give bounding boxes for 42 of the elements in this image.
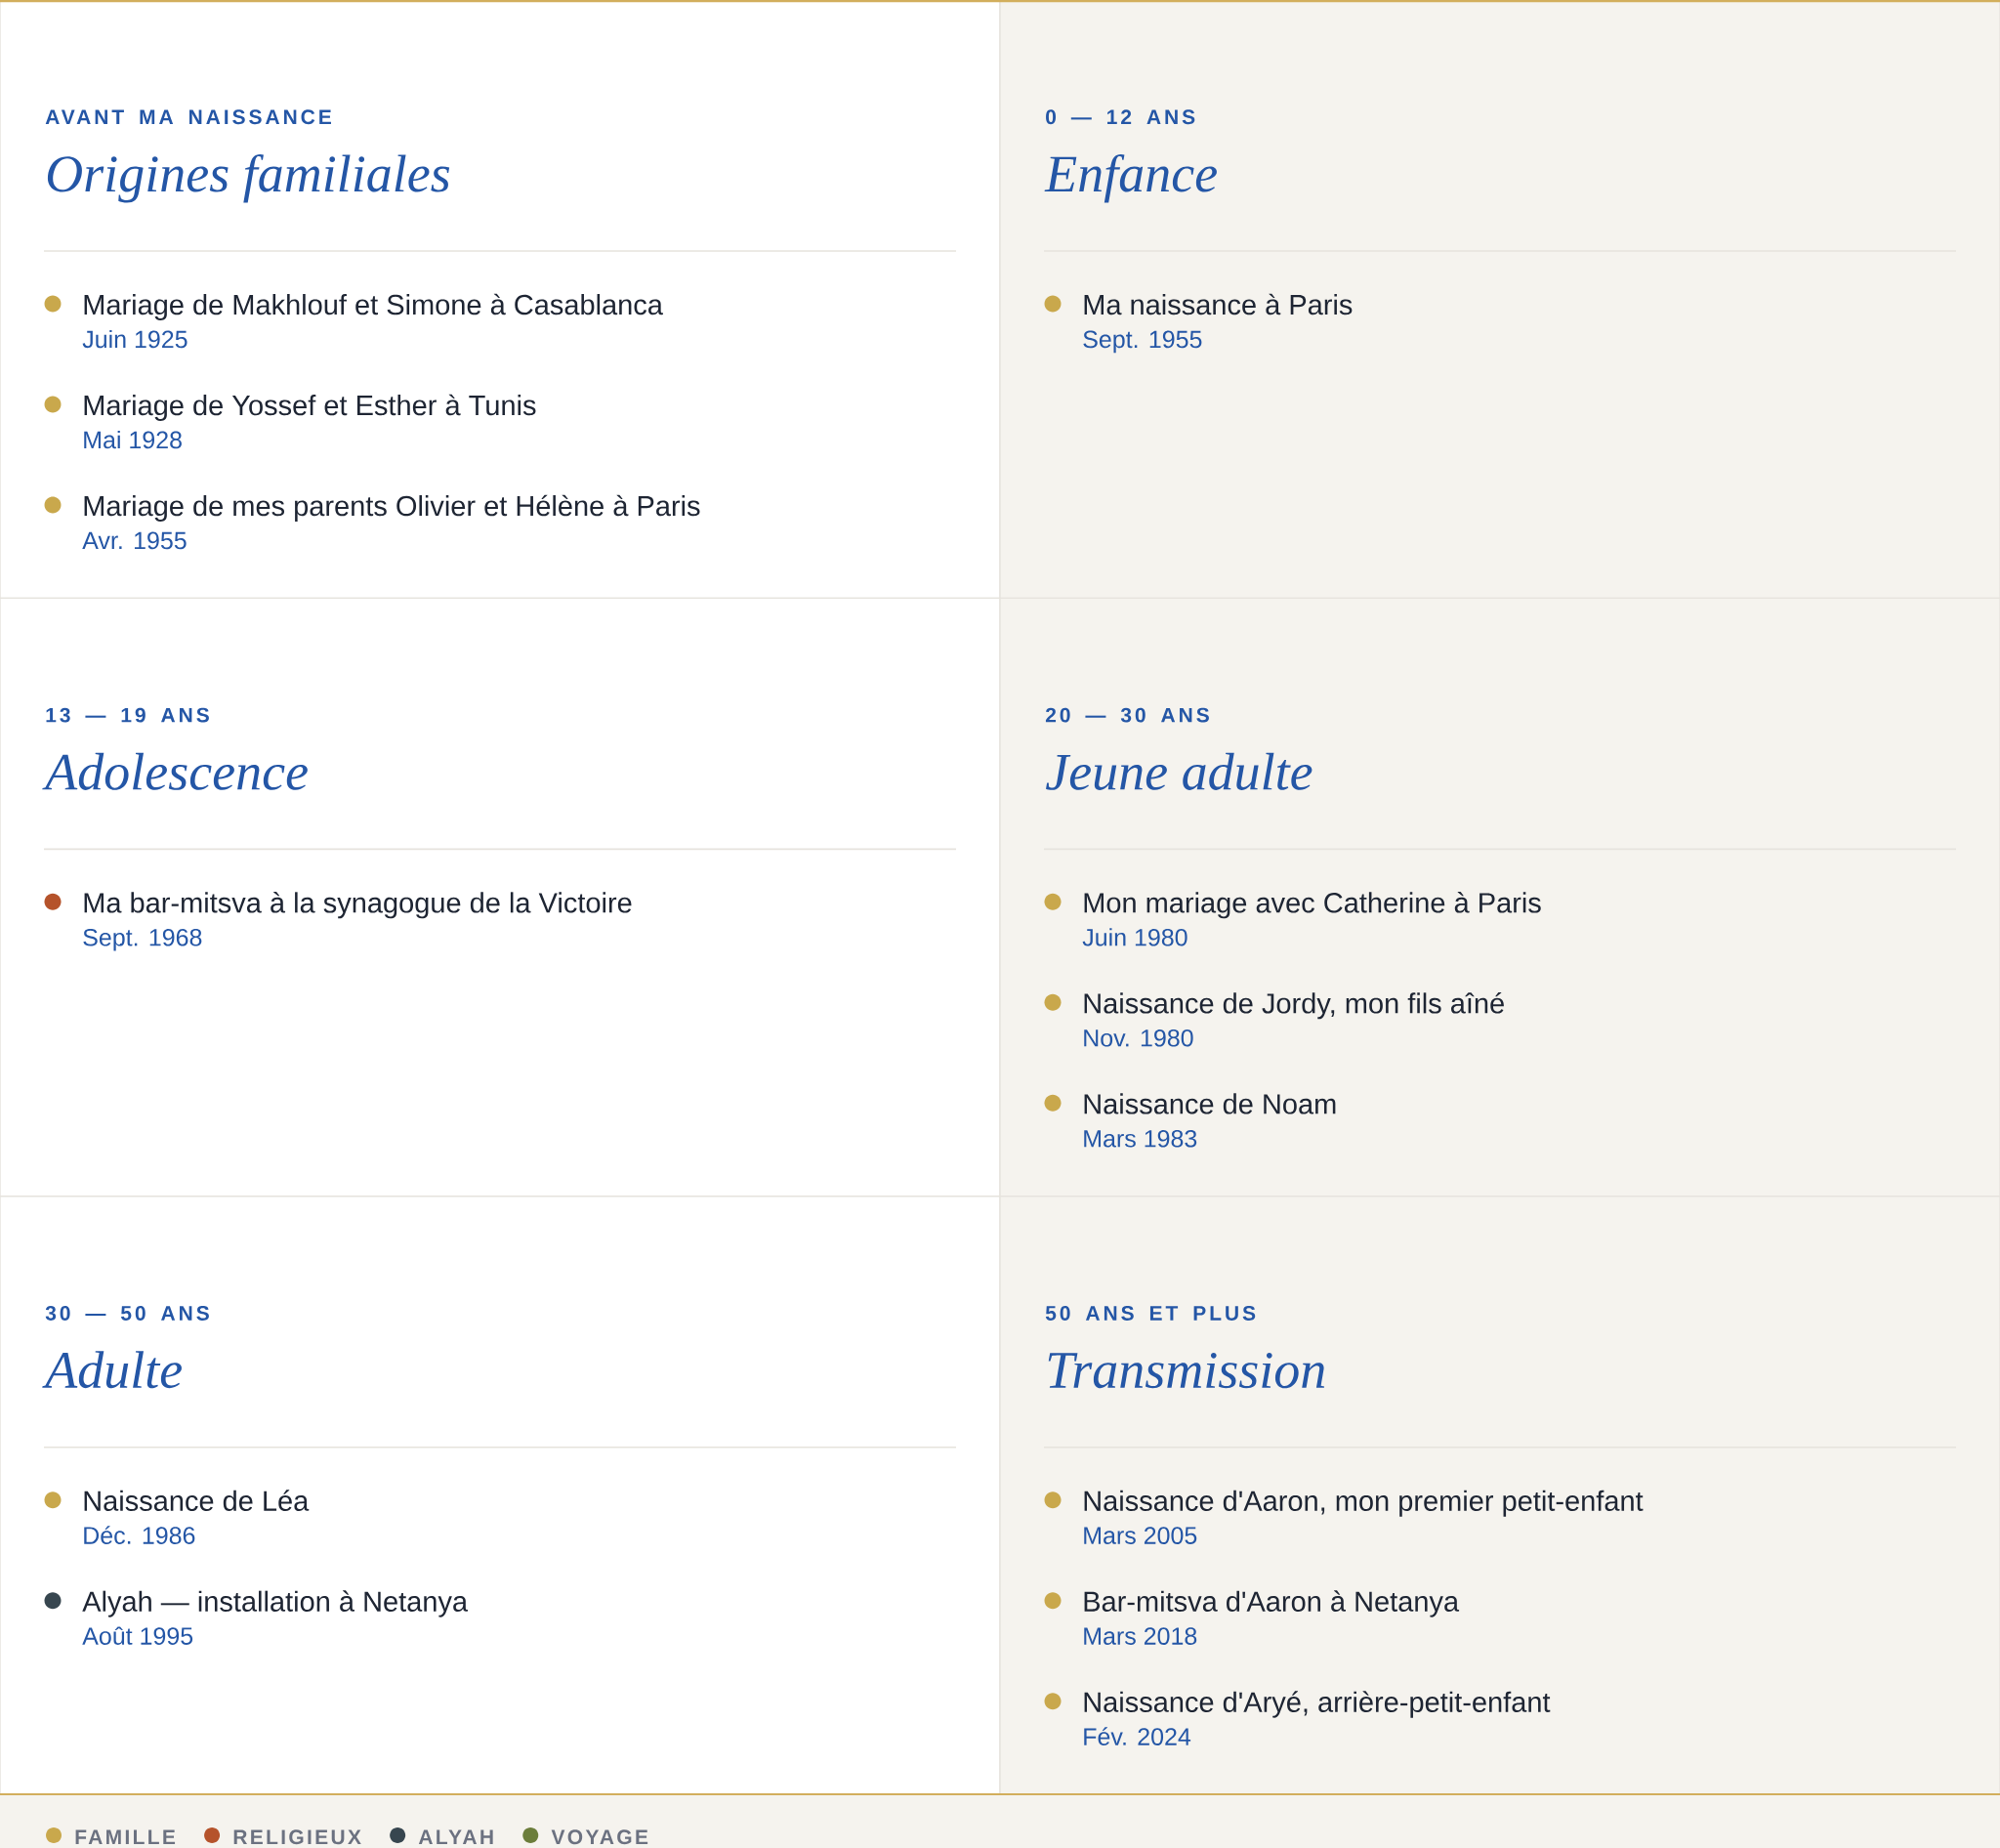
legend-label: ALYAH xyxy=(418,1829,493,1844)
event-date: Mars 2018 xyxy=(1084,1627,1197,1645)
event-date: Sept. 1955 xyxy=(1083,330,1202,354)
section-title: Adolescence xyxy=(42,752,308,790)
event-date: Mars 1983 xyxy=(1084,1129,1197,1148)
event-date: Fév. 2024 xyxy=(1084,1727,1191,1745)
eyebrow-label: 0 — 12 ANS xyxy=(1046,109,1195,125)
event-text: Naissance de Jordy, mon fils aîné xyxy=(1084,992,1504,1020)
event-date: Mai 1928 xyxy=(84,430,182,449)
event-date: Nov. 1980 xyxy=(1084,1029,1193,1047)
event-text: Naissance d'Aryé, arrière-petit-enfant xyxy=(1084,1691,1551,1718)
event-text: Mariage de Yossef et Esther à Tunis xyxy=(84,394,536,421)
section-title: Transmission xyxy=(1048,1352,1325,1389)
event-text: Naissance d'Aaron, mon premier petit-enfant xyxy=(1084,1490,1644,1517)
event-text: Ma naissance à Paris xyxy=(1084,293,1353,315)
event-text: Ma bar-mitsva à la synagogue de la Victoire xyxy=(84,892,632,919)
event-date: Juin 1925 xyxy=(82,329,188,349)
event-text: Mariage de mes parents Olivier et Hélène à Paris xyxy=(84,494,700,522)
section-title: Adulte xyxy=(42,1351,182,1389)
legend-label: VOYAGE xyxy=(551,1829,648,1845)
event-text: Mon mariage avec Catherine à Paris xyxy=(1084,892,1541,919)
legend-label: FAMILLE xyxy=(75,1829,176,1844)
event-date: Déc. 1986 xyxy=(84,1526,195,1544)
section-title: Origines familiales xyxy=(47,154,450,203)
event-date: Août 1995 xyxy=(82,1626,193,1645)
event-date: Sept. 1968 xyxy=(83,928,202,951)
event-text: Bar-mitsva d'Aaron à Netanya xyxy=(1084,1590,1460,1617)
section-title: Enfance xyxy=(1044,154,1217,203)
event-text: Naissance de Léa xyxy=(84,1490,310,1511)
eyebrow-label: 50 ANS ET PLUS xyxy=(1045,1306,1256,1321)
eyebrow-label: 30 — 50 ANS xyxy=(45,1306,209,1321)
eyebrow-label: 13 — 19 ANS xyxy=(46,707,209,723)
eyebrow-label: 20 — 30 ANS xyxy=(1045,707,1209,723)
event-date: Juin 1980 xyxy=(1082,928,1188,946)
legend-label: RELIGIEUX xyxy=(233,1829,361,1845)
eyebrow-label: AVANT MA NAISSANCE xyxy=(45,109,331,125)
event-date: Avr. 1955 xyxy=(82,531,187,550)
event-text: Mariage de Makhlouf et Simone à Casablanca xyxy=(84,293,663,320)
event-text: Alyah — installation à Netanya xyxy=(82,1590,469,1617)
section-title: Jeune adulte xyxy=(1046,752,1312,790)
event-date: Mars 2005 xyxy=(1084,1527,1197,1544)
event-text: Naissance de Noam xyxy=(1084,1093,1336,1114)
